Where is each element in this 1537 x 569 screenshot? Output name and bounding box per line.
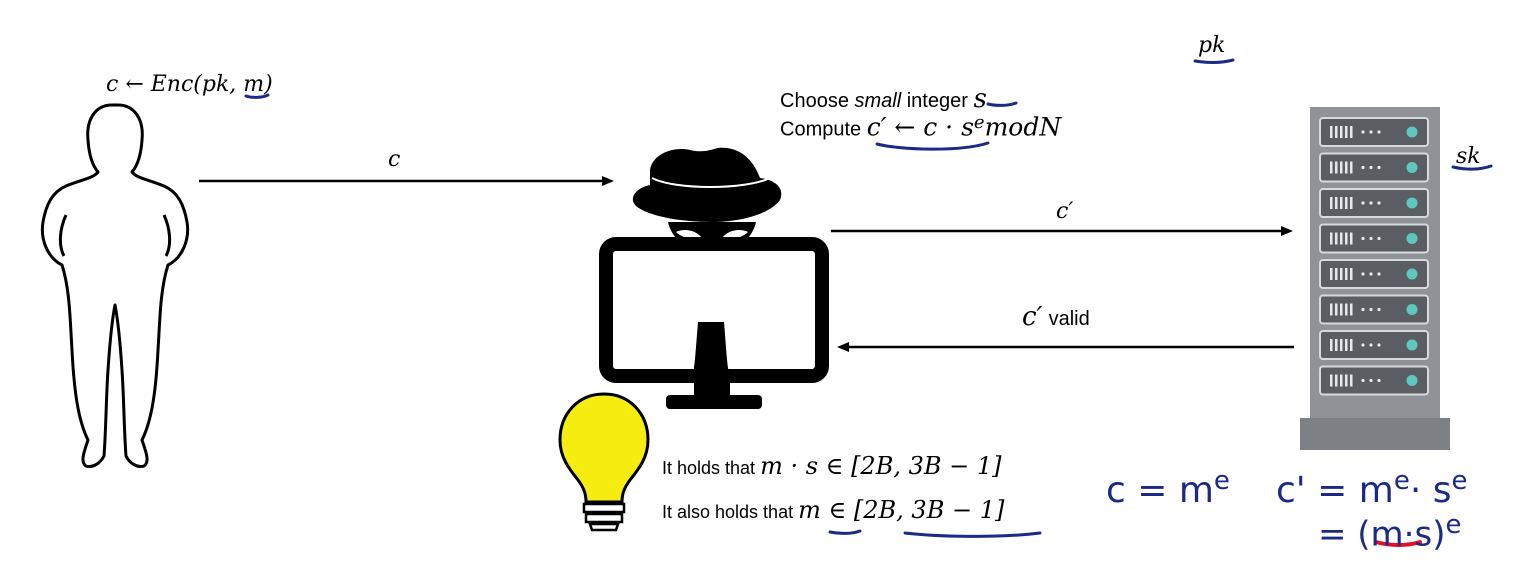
- server-unit: [1319, 365, 1429, 396]
- hw-eq3-exp: e: [1445, 510, 1462, 540]
- secret-key-label: sk: [1456, 144, 1481, 169]
- server-unit: [1319, 117, 1429, 147]
- hacker-icon: [599, 147, 829, 409]
- message-valid-label: c′ valid: [1022, 302, 1090, 332]
- valid-text: valid: [1048, 308, 1090, 330]
- hw-eq2: c' = m: [1276, 470, 1394, 511]
- arrow-attacker-to-server: [831, 226, 1293, 236]
- message-c-label: c: [388, 147, 401, 172]
- server-unit: [1319, 152, 1429, 183]
- step2-math: c′ ← c · s: [866, 112, 974, 142]
- handwritten-eq-1: c = me: [1106, 466, 1230, 511]
- insight2-math: m ∈ [2B, 3B − 1]: [798, 496, 1005, 524]
- server-unit: [1319, 330, 1429, 360]
- handwritten-eq-2: c' = me· se: [1276, 466, 1467, 511]
- hw-eq1-exp: e: [1213, 466, 1230, 496]
- insight-line-2: It also holds that m ∈ [2B, 3B − 1]: [662, 496, 1004, 524]
- hw-eq2-mid: · s: [1409, 470, 1452, 511]
- server-unit: [1319, 188, 1429, 218]
- step1-suffix: integer: [906, 90, 968, 112]
- step2-exp: e: [973, 112, 985, 133]
- hw-eq1: c = m: [1106, 470, 1214, 511]
- handwritten-underlines: [244, 58, 1493, 538]
- arrow-server-to-attacker: [837, 342, 1294, 352]
- hw-eq2-exp2: e: [1451, 466, 1468, 496]
- server-unit: [1319, 294, 1429, 325]
- step2-prefix: Compute: [780, 118, 862, 141]
- step1-emph: small: [854, 90, 902, 112]
- server-led: [1406, 126, 1418, 138]
- server-unit: [1319, 259, 1429, 289]
- step1-prefix: Choose: [780, 90, 849, 112]
- insight1-math: m · s ∈ [2B, 3B − 1]: [760, 452, 1002, 480]
- message-c-prime-label: c′: [1056, 199, 1074, 224]
- server-led: [1406, 233, 1418, 244]
- server-led: [1406, 197, 1418, 209]
- valid-symbol: c′: [1022, 302, 1043, 332]
- insight-line-1: It holds that m · s ∈ [2B, 3B − 1]: [662, 452, 1002, 480]
- server-led: [1406, 375, 1418, 386]
- handwritten-eq-3: = (m·s)e: [1318, 510, 1461, 554]
- red-underline: [1374, 540, 1422, 547]
- hw-eq2-exp1: e: [1393, 466, 1410, 496]
- server-led: [1406, 268, 1418, 280]
- server-icon: [1300, 107, 1450, 450]
- attacker-step-compute: Compute c′ ← c · semodN: [780, 112, 1061, 142]
- insight1-prefix: It holds that: [662, 458, 756, 478]
- attacker-step-choose: Choose small integer s: [780, 84, 987, 114]
- step2-tail: modN: [984, 112, 1062, 142]
- server-led: [1406, 304, 1418, 315]
- person-icon: [40, 103, 190, 468]
- hw-eq3: = (m·s): [1318, 514, 1446, 555]
- insight2-prefix: It also holds that: [662, 502, 794, 522]
- encrypt-label: c ← Enc(pk, m): [106, 72, 273, 97]
- lightbulb-icon: [558, 392, 650, 532]
- server-led: [1406, 339, 1418, 351]
- server-led: [1406, 162, 1418, 173]
- arrow-alice-to-attacker: [199, 176, 614, 186]
- public-key-label: pk: [1198, 33, 1226, 58]
- server-unit: [1319, 223, 1429, 254]
- step1-var: s: [973, 84, 987, 114]
